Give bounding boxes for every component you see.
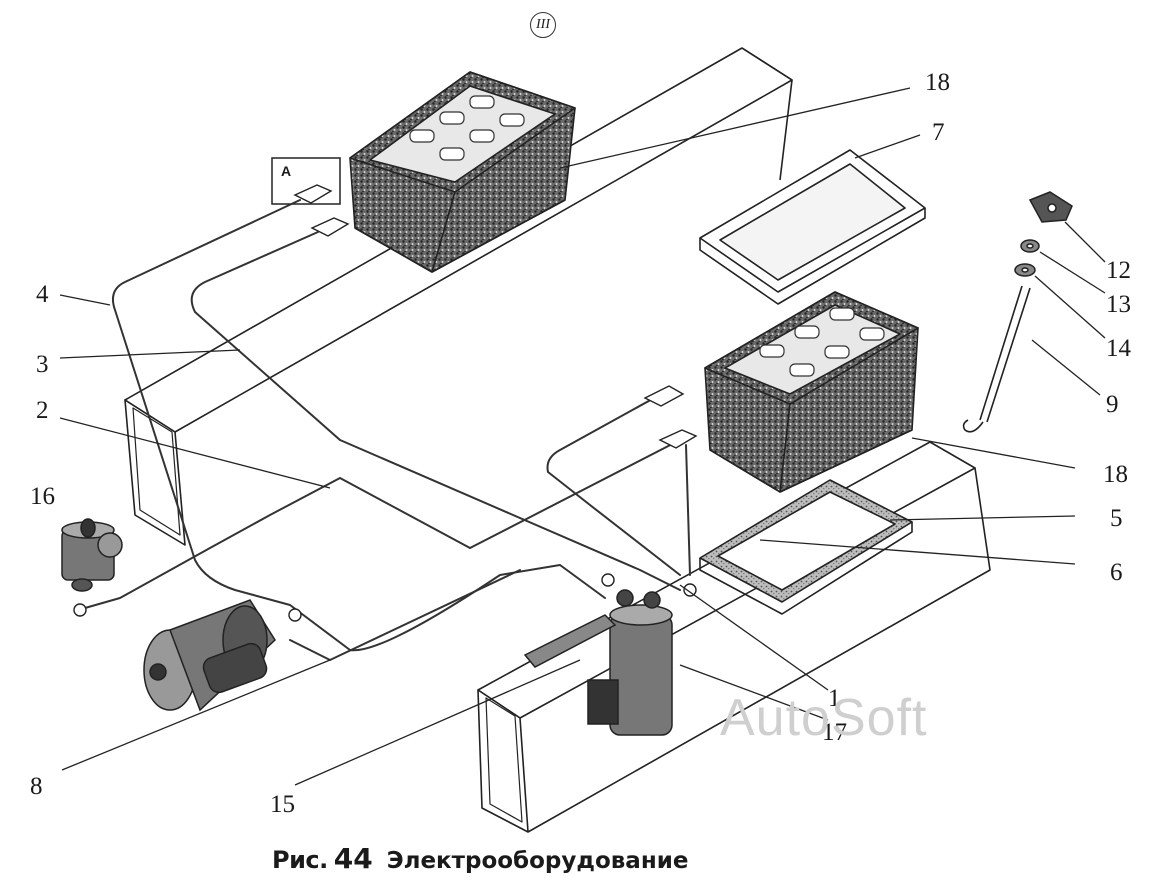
mass-switch: [61, 518, 123, 592]
callout-5: 5: [1110, 505, 1123, 532]
callout-16: 16: [30, 483, 55, 510]
inset-a-label: А: [281, 163, 292, 179]
callout-1: 1: [828, 685, 841, 712]
lower-battery: [704, 291, 919, 493]
figure-label: Рис.: [272, 846, 328, 874]
callout-2: 2: [36, 397, 49, 424]
callout-6: 6: [1110, 559, 1123, 586]
callout-8: 8: [30, 773, 43, 800]
figure-title: Электрооборудование: [386, 848, 689, 874]
tie-bolt: [962, 285, 1031, 433]
callout-7: 7: [932, 119, 945, 146]
washers: [1014, 239, 1040, 277]
callout-13: 13: [1106, 291, 1131, 318]
figure-caption: Рис.44 Электрооборудование: [272, 842, 688, 875]
callout-18-lower: 18: [1103, 461, 1128, 488]
callout-3: 3: [36, 351, 49, 378]
battery-frame-plate: [699, 149, 926, 305]
watermark-text: AutoSoft: [720, 689, 928, 747]
clamp: [1028, 191, 1073, 223]
callout-15: 15: [270, 791, 295, 818]
relay-unit: [523, 589, 673, 736]
callout-14: 14: [1106, 335, 1131, 362]
callout-12: 12: [1106, 257, 1131, 284]
figure-number: 44: [333, 842, 373, 875]
sheet-mark: III: [530, 12, 556, 38]
terminals: [73, 184, 698, 622]
callout-4: 4: [36, 281, 49, 308]
upper-battery: [349, 71, 576, 273]
callout-17: 17: [822, 719, 847, 746]
callout-18-upper: 18: [925, 69, 950, 96]
battery-tray: [699, 479, 913, 615]
leader-lines: [59, 87, 1106, 786]
callout-9: 9: [1106, 391, 1119, 418]
lower-frame-beam: [477, 441, 991, 833]
starter-motor: [143, 599, 276, 712]
